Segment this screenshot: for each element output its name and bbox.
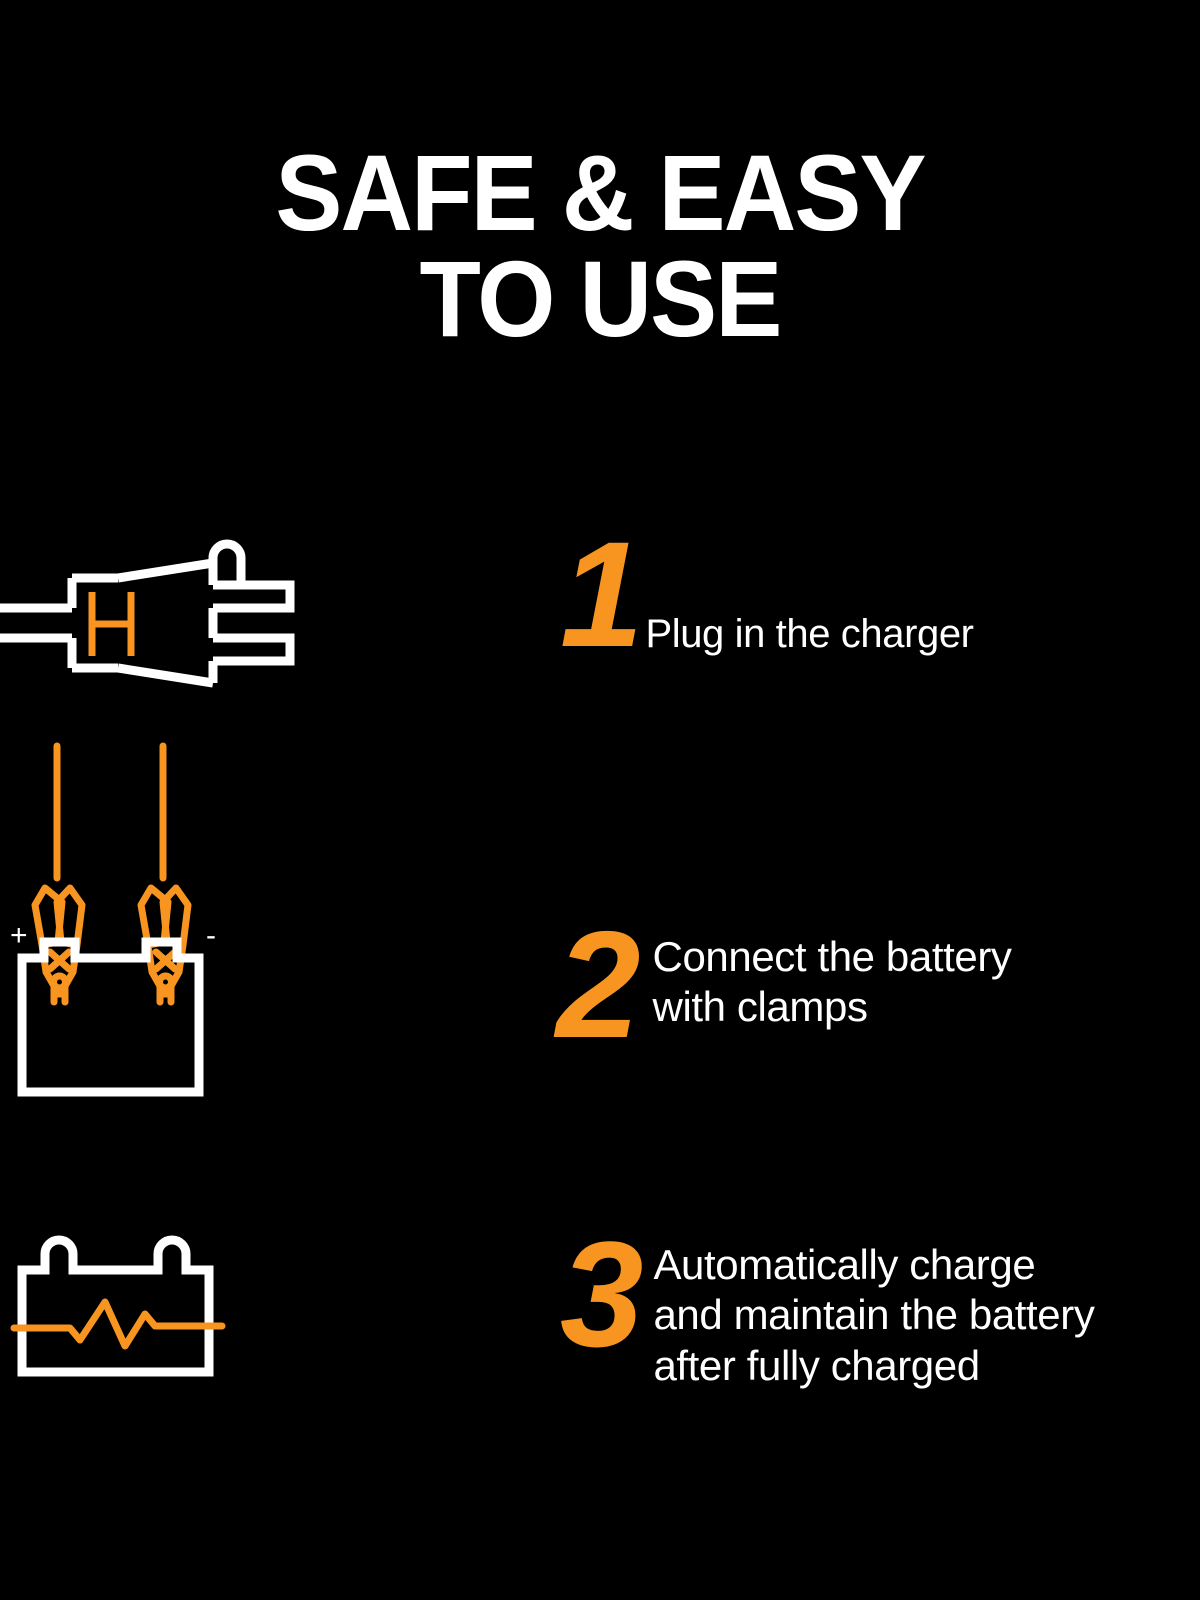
step-3-text-area: 3 Automatically charge and maintain the … [560, 1210, 1200, 1391]
step-3-line-3: after fully charged [653, 1341, 980, 1389]
plug-h-detail-icon [88, 592, 135, 656]
battery-negative-label: - [206, 919, 216, 952]
pulse-wave-icon [10, 1298, 226, 1350]
step-1-number: 1 [560, 510, 643, 678]
step-3-number: 3 [560, 1210, 643, 1378]
step-2: + - 2 Connect the battery with clamps [0, 720, 1200, 1097]
step-1: 1 Plug in the charger [0, 519, 1200, 688]
battery-positive-label: + [10, 919, 28, 952]
page-title: SAFE & EASY TO USE [0, 132, 1200, 359]
step-1-icon-area [0, 530, 520, 690]
power-plug-icon [0, 539, 295, 688]
step-2-lines: Connect the battery with clamps [653, 920, 1196, 1031]
battery-with-clamps-icon: + - [10, 742, 216, 1097]
clamp-right-icon [137, 742, 192, 1006]
step-3: 3 Automatically charge and maintain the … [0, 1200, 1200, 1389]
step-1-line-1: Plug in the charger [645, 612, 974, 656]
step-2-line-2: with clamps [652, 982, 868, 1030]
title-line-2: TO USE [419, 237, 783, 359]
step-2-text-area: 2 Connect the battery with clamps [556, 900, 1196, 1070]
step-2-number: 2 [556, 900, 641, 1070]
battery-pulse-icon [10, 1235, 226, 1377]
clamp-left-icon [31, 742, 86, 1006]
title-line-1: SAFE & EASY [275, 132, 926, 253]
step-3-line-1: Automatically charge [653, 1241, 1036, 1288]
battery-outline-icon [17, 1235, 214, 1377]
step-2-line-1: Connect the battery [652, 933, 1012, 980]
step-1-lines: Plug in the charger [645, 530, 1200, 657]
step-3-icon-area [0, 1200, 520, 1400]
step-3-lines: Automatically charge and maintain the ba… [653, 1230, 1200, 1391]
step-1-text-area: 1 Plug in the charger [560, 510, 1200, 678]
battery-outline-icon [17, 937, 204, 1097]
step-2-icon-area: + - [0, 720, 520, 1100]
step-3-line-2: and maintain the battery [653, 1291, 1095, 1339]
